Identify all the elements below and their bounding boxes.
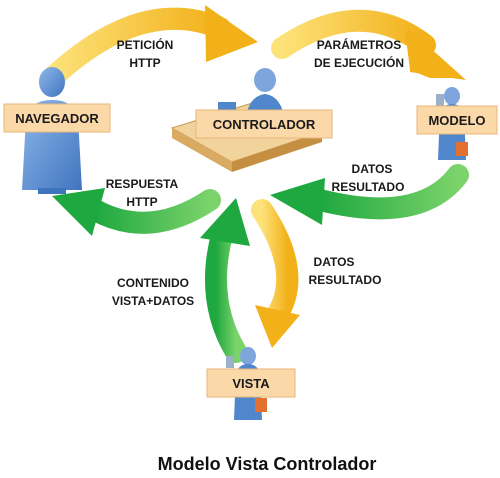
diagram-caption: Modelo Vista Controlador <box>158 454 377 474</box>
modelo-label: MODELO <box>416 105 498 135</box>
datos-vista-label-line1: DATOS <box>314 255 355 269</box>
arrow-respuesta <box>52 188 221 236</box>
vista-text: VISTA <box>232 376 270 391</box>
datos-vista-label-line2: RESULTADO <box>309 273 382 287</box>
arrow-peticion <box>39 5 258 91</box>
arrow-parametros <box>271 9 466 82</box>
arrow-contenido <box>200 198 250 363</box>
parametros-label-line1: PARÁMETROS <box>317 37 401 52</box>
modelo-briefcase-icon <box>456 142 468 156</box>
arrow-datos-vista <box>251 199 300 348</box>
peticion-label-line1: PETICIÓN <box>117 37 174 52</box>
modelo-text: MODELO <box>428 113 485 128</box>
contenido-label-line1: CONTENIDO <box>117 276 189 290</box>
respuesta-label-line2: HTTP <box>126 195 157 209</box>
respuesta-label-line1: RESPUESTA <box>106 177 179 191</box>
controlador-label: CONTROLADOR <box>195 109 333 139</box>
navegador-label: NAVEGADOR <box>3 103 111 133</box>
datos-modelo-label-line1: DATOS <box>352 162 393 176</box>
navegador-text: NAVEGADOR <box>15 111 99 126</box>
datos-modelo-label-line2: RESULTADO <box>332 180 405 194</box>
vista-briefcase-icon <box>255 398 267 412</box>
contenido-label-line2: VISTA+DATOS <box>112 294 194 308</box>
arrow-datos-modelo <box>270 164 469 225</box>
controlador-text: CONTROLADOR <box>213 117 316 132</box>
vista-label: VISTA <box>206 368 296 398</box>
peticion-label-line2: HTTP <box>129 56 160 70</box>
parametros-label-line2: DE EJECUCIÓN <box>314 55 404 70</box>
